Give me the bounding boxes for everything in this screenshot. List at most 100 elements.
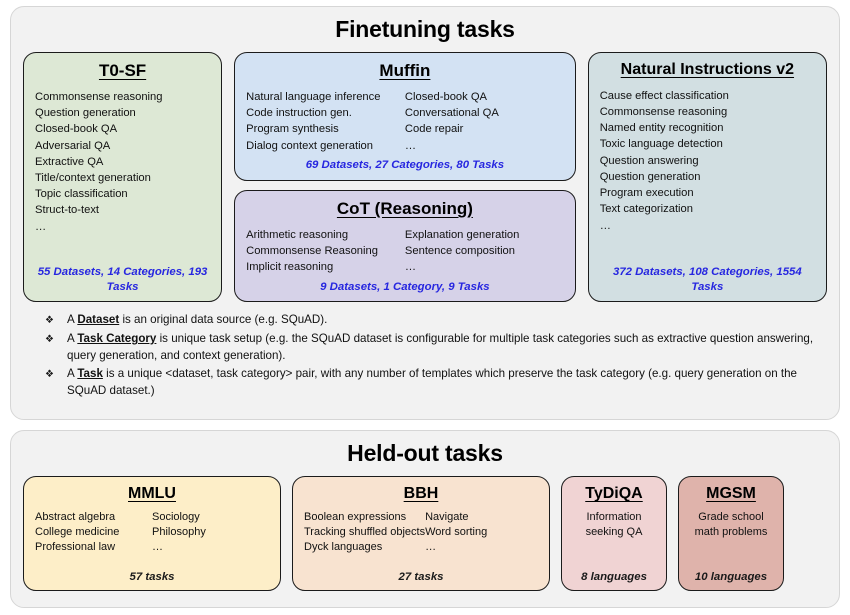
card-mgsm-stats: 10 languages (694, 571, 768, 583)
list-item: Program synthesis (246, 123, 339, 136)
card-bbh-stats: 27 tasks (398, 571, 444, 583)
card-natural-instructions-v2-title: Natural Instructions v2 (620, 61, 795, 78)
diamond-bullet-icon: ❖ (45, 334, 54, 345)
finetuning-cards-row: T0-SF Commonsense reasoning Question gen… (23, 52, 827, 302)
list-item: Closed-book QA (35, 123, 118, 136)
list-item: Commonsense reasoning (35, 91, 163, 104)
heldout-panel-title: Held-out tasks (347, 440, 503, 466)
list-item: Tracking shuffled objects (304, 526, 426, 539)
list-item: Natural language inference (246, 91, 381, 104)
card-t0sf: T0-SF Commonsense reasoning Question gen… (23, 52, 223, 302)
card-natural-instructions-v2-stats: 372 Datasets, 108 Categories, 1554 Tasks (613, 266, 802, 293)
card-cot-column-left: Arithmetic reasoning Commonsense Reasoni… (246, 227, 405, 276)
finetuning-tasks-panel: Finetuning tasks T0-SF Commonsense reaso… (10, 6, 840, 420)
list-item: Code instruction gen. (246, 107, 352, 120)
list-item: Struct-to-text (35, 204, 100, 217)
definition-lead: A (67, 332, 78, 345)
definition-lead: A (67, 313, 78, 326)
list-item: Commonsense reasoning (599, 106, 728, 119)
definition-lead: A (67, 367, 78, 380)
definition-dataset: ❖ A Dataset is an original data source (… (45, 312, 823, 329)
card-cot-items: Arithmetic reasoning Commonsense Reasoni… (246, 227, 564, 276)
card-tydiqa-stats: 8 languages (581, 571, 647, 583)
list-item: Implicit reasoning (246, 261, 334, 274)
list-item: Boolean expressions (304, 510, 407, 523)
definition-rest: is a unique <dataset, task category> pai… (67, 367, 797, 397)
list-item: Word sorting (425, 526, 488, 539)
list-item: Conversational QA (404, 107, 499, 120)
definition-term: Task (77, 367, 103, 380)
card-tydiqa: TyDiQA Information seeking QA 8 language… (561, 476, 667, 591)
card-muffin-column-left: Natural language inference Code instruct… (246, 89, 405, 154)
definition-task-text: A Task is a unique <dataset, task catego… (67, 366, 823, 399)
held-out-tasks-panel: Held-out tasks MMLU Abstract algebra Col… (10, 430, 840, 608)
definition-rest: is unique task setup (e.g. the SQuAD dat… (67, 332, 814, 362)
card-muffin-column-right: Closed-book QA Conversational QA Code re… (405, 89, 564, 154)
list-item: Toxic language detection (599, 138, 723, 151)
list-item: Explanation generation (404, 228, 520, 241)
card-mmlu: MMLU Abstract algebra College medicine P… (23, 476, 281, 591)
definition-dataset-text: A Dataset is an original data source (e.… (67, 312, 823, 329)
diamond-bullet-icon: ❖ (45, 369, 54, 380)
card-tydiqa-body: Information seeking QA (585, 510, 643, 539)
heldout-cards-row: MMLU Abstract algebra College medicine P… (23, 476, 827, 591)
card-muffin-items: Natural language inference Code instruct… (246, 89, 564, 154)
list-item-ellipsis: … (599, 219, 612, 232)
card-mmlu-stats: 57 tasks (129, 571, 175, 583)
card-muffin: Muffin Natural language inference Code i… (234, 52, 576, 181)
card-cot-stats: 9 Datasets, 1 Category, 9 Tasks (320, 280, 490, 293)
list-item: Cause effect classification (599, 89, 729, 102)
card-bbh-items: Boolean expressions Tracking shuffled ob… (304, 510, 538, 567)
definition-task-category: ❖ A Task Category is unique task setup (… (45, 331, 823, 364)
definitions-list: ❖ A Dataset is an original data source (… (45, 312, 823, 399)
definition-task: ❖ A Task is a unique <dataset, task cate… (45, 366, 823, 399)
list-item-ellipsis: … (35, 220, 48, 233)
card-mmlu-items: Abstract algebra College medicine Profes… (35, 510, 269, 567)
list-item: Program execution (599, 187, 694, 200)
card-mgsm-body: Grade school math problems (694, 510, 768, 539)
card-t0sf-stats: 55 Datasets, 14 Categories, 193 Tasks (37, 266, 208, 293)
list-item: Named entity recognition (599, 122, 724, 135)
list-item: Adversarial QA (35, 139, 111, 152)
list-item: Topic classification (35, 188, 128, 201)
card-cot-title: CoT (Reasoning) (336, 198, 473, 218)
list-item: Dyck languages (304, 541, 383, 554)
list-item: Abstract algebra (35, 510, 116, 523)
list-item: Closed-book QA (404, 91, 488, 104)
card-cot-column-right: Explanation generation Sentence composit… (405, 227, 564, 276)
card-muffin-stats: 69 Datasets, 27 Categories, 80 Tasks (305, 159, 505, 172)
list-item: Sentence composition (404, 245, 515, 258)
definition-task-category-text: A Task Category is unique task setup (e.… (67, 331, 823, 364)
list-item: College medicine (35, 526, 120, 539)
card-cot: CoT (Reasoning) Arithmetic reasoning Com… (234, 189, 576, 302)
list-item: Question answering (599, 154, 699, 167)
finetuning-panel-title: Finetuning tasks (335, 16, 515, 42)
list-item: Question generation (35, 107, 136, 120)
list-item: Navigate (425, 510, 469, 523)
list-item: Professional law (35, 541, 116, 554)
finetuning-middle-column: Muffin Natural language inference Code i… (234, 52, 576, 302)
diamond-bullet-icon: ❖ (45, 315, 54, 326)
list-item: Arithmetic reasoning (246, 228, 349, 241)
definition-term: Dataset (77, 313, 120, 326)
list-item: Philosophy (152, 526, 206, 539)
list-item-ellipsis: … (425, 541, 438, 554)
card-bbh-title: BBH (403, 485, 439, 502)
list-item: Question generation (599, 170, 701, 183)
card-bbh-column-left: Boolean expressions Tracking shuffled ob… (304, 510, 425, 567)
list-item-ellipsis: … (152, 541, 164, 554)
list-item-ellipsis: … (404, 261, 418, 274)
list-item: Dialog context generation (246, 139, 374, 152)
card-muffin-title: Muffin (379, 61, 431, 80)
card-t0sf-items: Commonsense reasoning Question generatio… (35, 89, 210, 261)
list-item: Text categorization (599, 203, 693, 216)
card-mmlu-column-right: Sociology Philosophy … (152, 510, 269, 567)
list-item: Sociology (152, 510, 200, 523)
card-bbh: BBH Boolean expressions Tracking shuffle… (292, 476, 550, 591)
card-natural-instructions-v2: Natural Instructions v2 Cause effect cla… (587, 52, 827, 302)
card-t0sf-title: T0-SF (98, 61, 147, 80)
list-item-ellipsis: … (404, 139, 418, 152)
card-mmlu-title: MMLU (128, 485, 176, 502)
list-item: Code repair (404, 123, 464, 136)
